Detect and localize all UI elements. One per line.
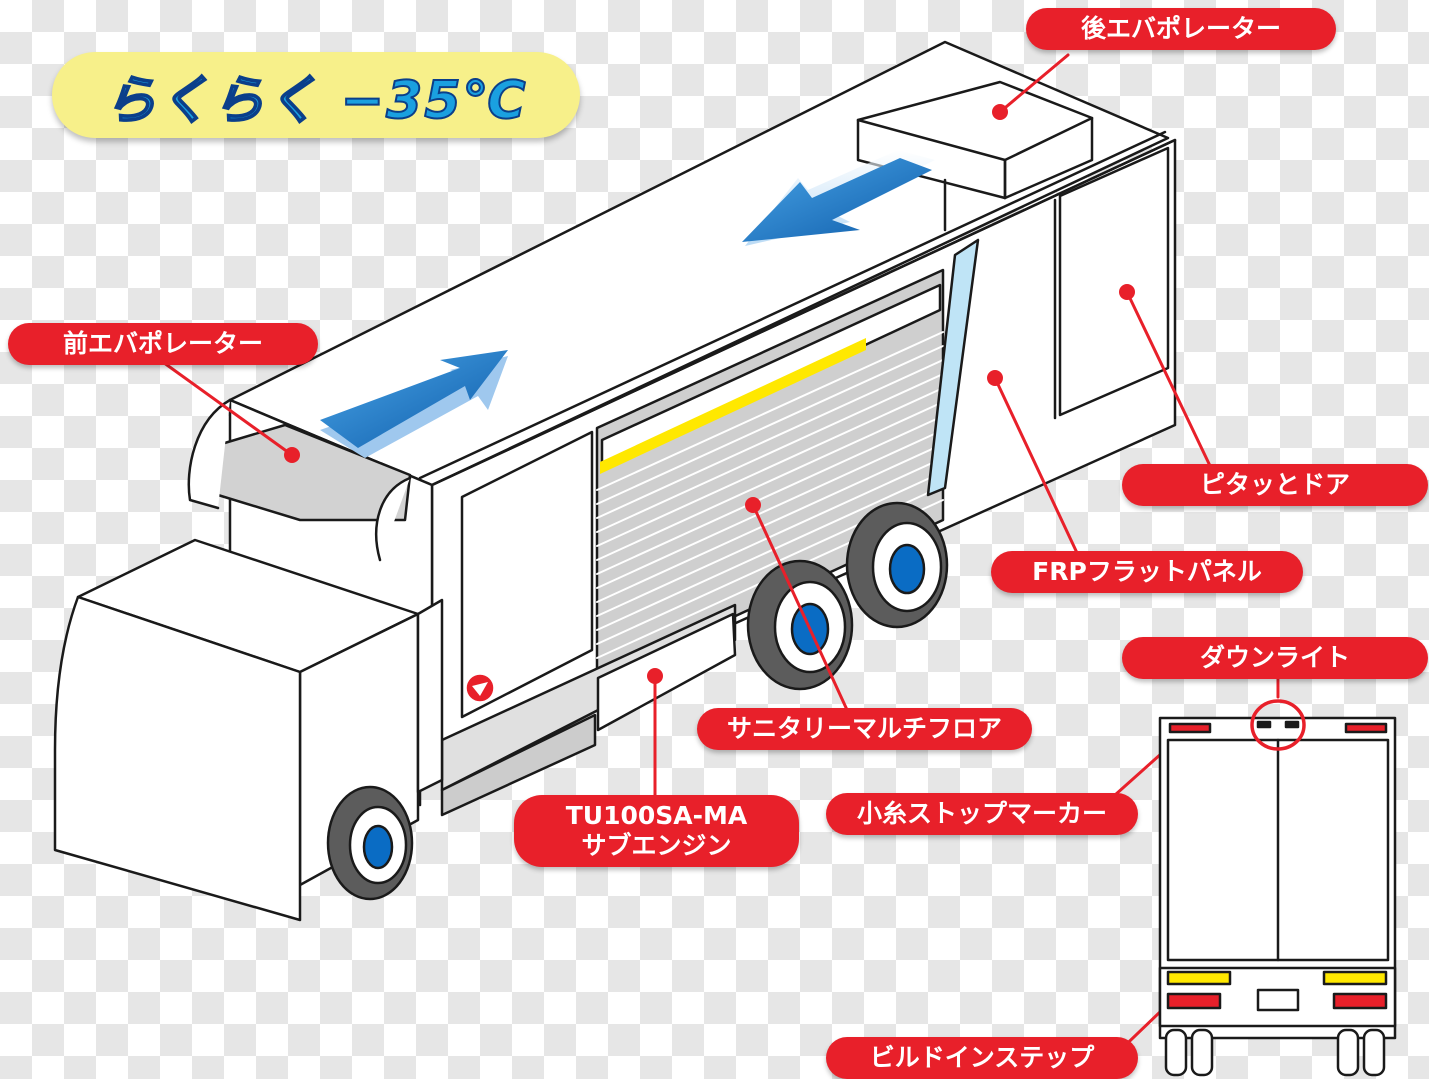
tail-light-right [1332, 992, 1388, 1010]
label-stop-marker: 小糸ストップマーカー [826, 793, 1138, 835]
label-sub-engine-model: TU100SA-MA [565, 801, 748, 830]
dot-frp-panel [987, 370, 1003, 386]
label-rear-evaporator: 後エバポレーター [1026, 8, 1336, 50]
leader-rear-evaporator [998, 53, 1070, 114]
leader-pittato-door [1125, 290, 1214, 472]
tail-light-left [1166, 992, 1222, 1010]
step-light-right [1322, 970, 1388, 986]
rear-wheel-back [845, 501, 949, 629]
dot-front-evaporator [284, 447, 300, 463]
dot-pittato-door [1119, 284, 1135, 300]
license-plate [1256, 988, 1300, 1012]
rear-view-inset [1158, 699, 1397, 1077]
leader-front-evaporator [158, 358, 294, 457]
label-sanitary-multi-floor: サニタリーマルチフロア [697, 708, 1032, 750]
airflow-arrow-forward [320, 350, 508, 458]
label-sub-engine: TU100SA-MA サブエンジン [514, 795, 799, 867]
step-light-left [1166, 970, 1232, 986]
label-downlight: ダウンライト [1122, 637, 1428, 679]
dot-sub-engine [647, 668, 663, 684]
title-banner: らくらく −35℃ [52, 52, 580, 138]
label-built-in-step: ビルドインステップ [826, 1037, 1138, 1079]
sub-engine-box [596, 612, 737, 732]
downlight-highlight [1250, 699, 1306, 751]
front-wheel [326, 785, 414, 901]
yellow-stripe [600, 338, 866, 474]
airflow-arrow-rearward [742, 150, 935, 246]
label-sub-engine-name: サブエンジン [581, 831, 732, 860]
cab-front [53, 595, 302, 922]
frp-glass-strip [926, 238, 980, 497]
label-pittato-door: ピタッとドア [1122, 464, 1428, 506]
rear-wheel-front [746, 559, 854, 691]
label-front-evaporator: 前エバポレーター [8, 323, 318, 365]
leader-sanitary-floor [751, 503, 850, 714]
side-door-panel [460, 430, 594, 719]
dot-rear-evaporator [992, 104, 1008, 120]
dot-sanitary-floor [745, 497, 761, 513]
pittato-door-panel [1058, 146, 1170, 417]
label-frp-flat-panel: FRPフラットパネル [991, 551, 1303, 593]
leader-frp-panel [993, 376, 1080, 557]
